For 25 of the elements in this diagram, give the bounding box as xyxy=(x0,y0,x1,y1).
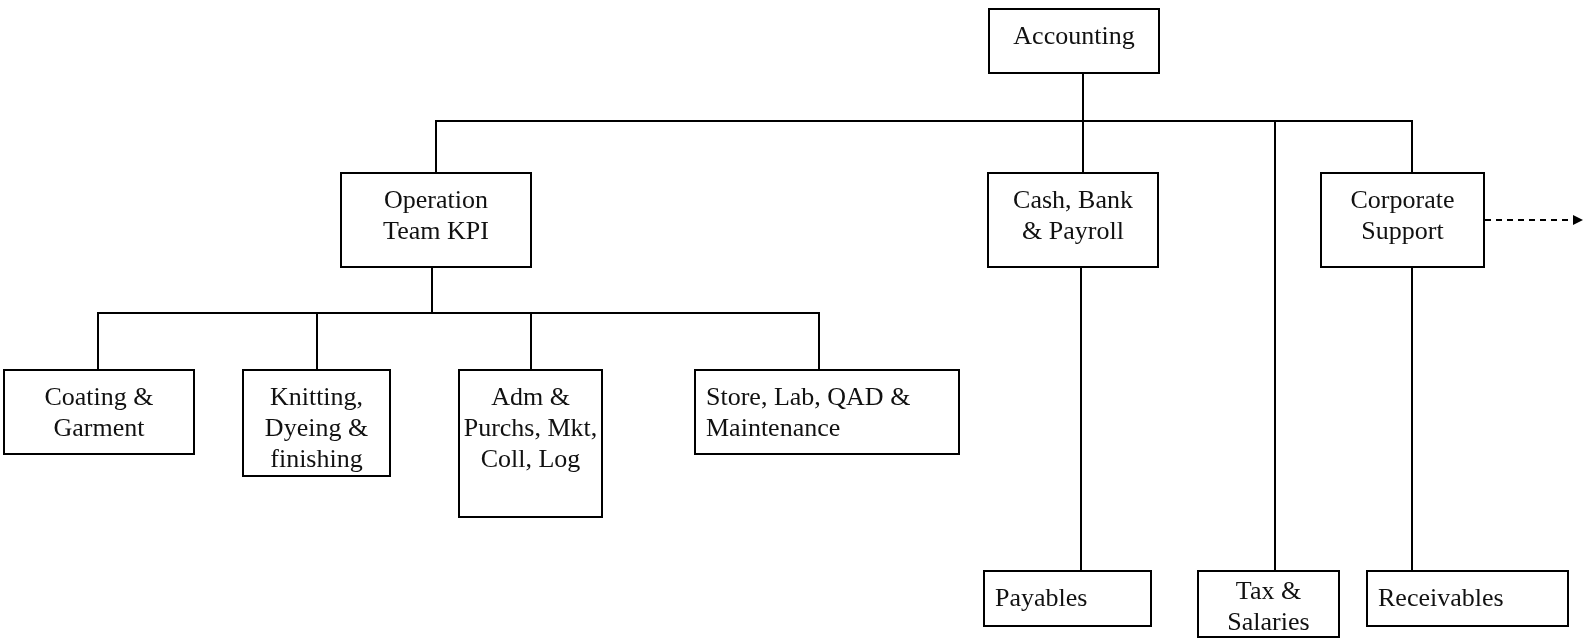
org-box xyxy=(3,369,195,455)
connector-line xyxy=(1411,267,1413,571)
box-label: Cash, Bank & Payroll xyxy=(1012,184,1134,246)
org-box xyxy=(988,8,1160,74)
org-box xyxy=(1197,570,1340,638)
box-label: Coating & Garment xyxy=(43,381,155,443)
box-label: Store, Lab, QAD & Maintenance xyxy=(706,381,912,443)
box-label: Corporate Support xyxy=(1349,184,1456,246)
box-label: Accounting xyxy=(1013,20,1135,51)
org-box xyxy=(983,570,1152,627)
box-label: Payables xyxy=(995,582,1088,613)
org-box xyxy=(694,369,960,455)
org-box xyxy=(987,172,1159,268)
box-label: Tax & Salaries xyxy=(1226,575,1311,637)
org-box xyxy=(242,369,391,477)
org-box xyxy=(340,172,532,268)
arrow xyxy=(1484,215,1583,225)
org-box xyxy=(1366,570,1569,627)
org-box xyxy=(1320,172,1485,268)
org-box xyxy=(458,369,603,518)
connector-line xyxy=(1080,267,1082,571)
box-label: Adm & Purchs, Mkt, Coll, Log xyxy=(462,381,599,474)
box-label: Operation Team KPI xyxy=(382,184,490,246)
box-label: Receivables xyxy=(1378,582,1504,613)
box-label: Knitting, Dyeing & finishing xyxy=(263,381,370,474)
